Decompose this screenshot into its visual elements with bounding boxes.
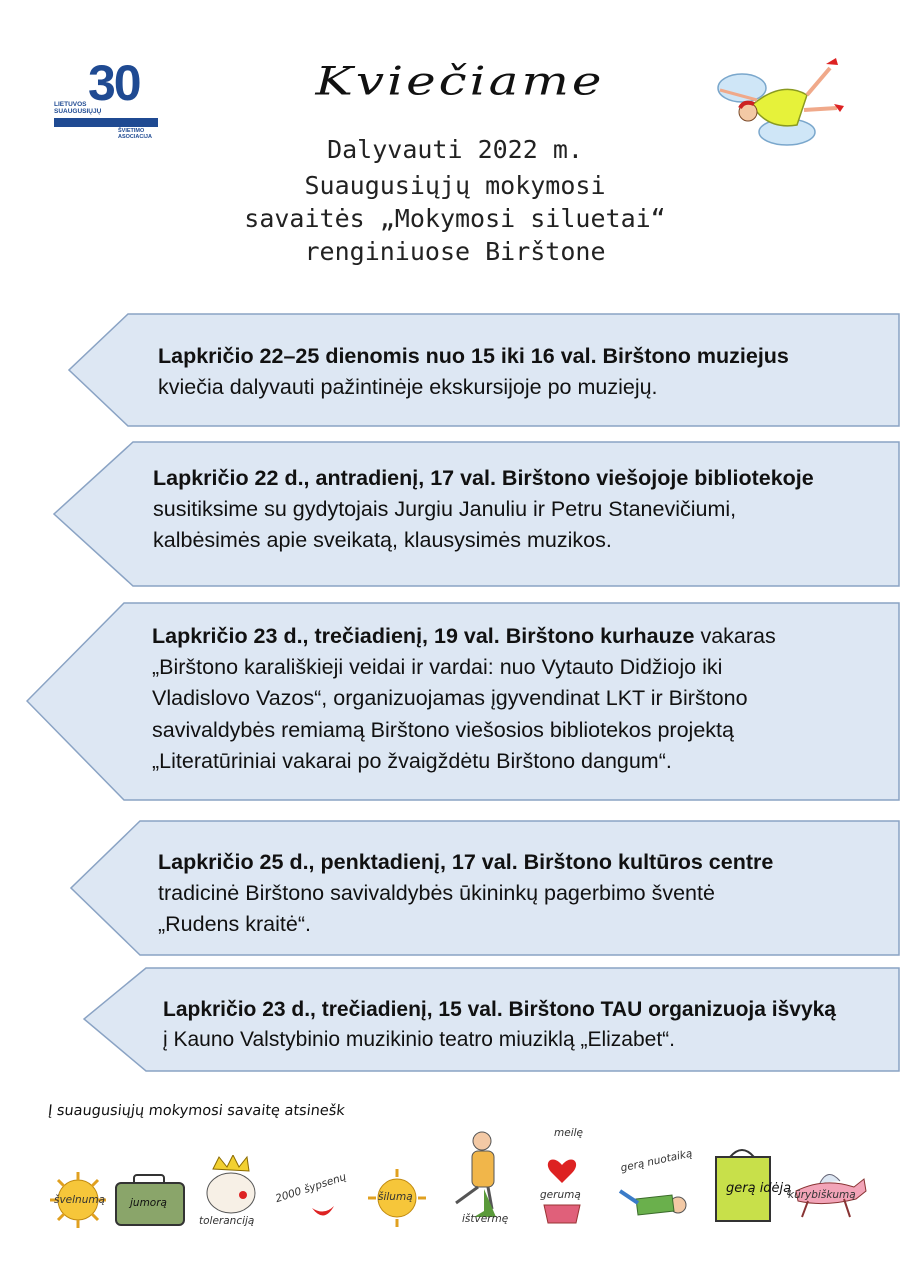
event-3-heading-tail: vakaras [694,624,776,648]
sun-warmth-illustration: šilumą [366,1167,428,1229]
subtitle-line-4: renginiuose Birštone [304,237,606,266]
item-label-10: gerą idėją [726,1181,792,1196]
event-card-4: Lapkričio 25 d., penktadienį, 17 val. Bi… [70,820,900,956]
event-3-heading: Lapkričio 23 d., trečiadienį, 19 val. Bi… [152,624,695,648]
item-label-3: toleranciją [199,1215,255,1227]
subtitle-line-3: savaitės „Mokymosi siluetai“ [244,204,666,233]
event-5-line-1: į Kauno Valstybinio muzikinio teatro miu… [163,1028,675,1052]
event-3-line-1: „Birštono karališkieji veidai ir vardai:… [152,655,723,680]
event-4-text: Lapkričio 25 d., penktadienį, 17 val. Bi… [158,847,773,941]
item-label-8: gerumą [540,1189,581,1201]
item-label-2: jumorą [130,1197,167,1209]
item-label-1: švelnumą [54,1194,106,1206]
item-label-5: šilumą [378,1191,413,1203]
footer-illustrations: švelnumą jumorą toleranciją 2000 šypsenų… [44,1125,874,1230]
crowned-head-tolerance-illustration: toleranciją [199,1155,259,1227]
event-4-line-2: „Rudens kraitė“. [158,912,311,937]
subtitle-line-2: Suaugusiųjų mokymosi [304,171,606,200]
event-2-line-1: susitiksime su gydytojais Jurgiu Januliu… [153,497,737,522]
event-2-heading: Lapkričio 22 d., antradienį, 17 val. Bir… [153,466,814,490]
idea-bag-illustration: gerą idėją [712,1143,791,1223]
logo-text-line4: ASOCIACIJA [118,134,152,140]
endurance-figure-illustration: ištvermę [442,1127,522,1227]
item-label-7: meilę [554,1127,583,1139]
event-4-heading: Lapkričio 25 d., penktadienį, 17 val. Bi… [158,850,774,874]
event-3-line-3: savivaldybės remiamą Birštono viešosios … [152,717,734,742]
love-kindness-cup-illustration: meilę gerumą [522,1127,604,1227]
event-3-line-2: Vladislovo Vazos“, organizuojamas įgyven… [152,686,748,711]
event-card-3: Lapkričio 23 d., trečiadienį, 19 val. Bi… [26,602,900,801]
event-card-2: Lapkričio 22 d., antradienį, 17 val. Bir… [53,441,900,587]
smiles-illustration: 2000 šypsenų [272,1170,352,1230]
flying-figure-illustration [712,50,847,155]
event-3-text: Lapkričio 23 d., trečiadienį, 19 val. Bi… [152,621,776,777]
event-2-line-2: kalbėsimės apie sveikatą, klausysimės mu… [153,528,612,553]
subtitle-line-1: Dalyvauti 2022 m. [327,135,583,164]
footer-caption: Į suaugusiųjų mokymosi savaitę atsinešk [47,1103,346,1119]
logo-text-line2: SUAUGUSIŲJŲ [54,108,102,115]
event-3-line-4: „Literatūriniai vakarai po žvaigždėtu Bi… [152,748,672,773]
event-4-line-1: tradicinė Birštono savivaldybės ūkininkų… [158,881,715,906]
creativity-pegasus-illustration: kūrybiškumą [784,1165,872,1223]
logo-text-line3: ŠVIETIMO [118,128,145,134]
logo-number: 30 [88,55,142,111]
item-label-11: kūrybiškumą [788,1189,856,1201]
page-title: Kviečiame [315,58,605,104]
association-logo: 30 LIETUVOS SUAUGUSIŲJŲ ŠVIETIMO ASOCIAC… [52,58,162,140]
logo-bar [54,118,158,127]
event-1-line-1: kviečia dalyvauti pažintinėje ekskursijo… [158,375,658,400]
event-1-heading: Lapkričio 22–25 dienomis nuo 15 iki 16 v… [158,344,789,368]
event-2-text: Lapkričio 22 d., antradienį, 17 val. Bir… [153,463,814,557]
event-card-1: Lapkričio 22–25 dienomis nuo 15 iki 16 v… [68,313,900,427]
good-mood-figure-illustration: gerą nuotaiką [616,1147,706,1227]
event-5-text: Lapkričio 23 d., trečiadienį, 15 val. Bi… [163,995,836,1056]
event-1-text: Lapkričio 22–25 dienomis nuo 15 iki 16 v… [158,341,789,403]
event-5-heading: Lapkričio 23 d., trečiadienį, 15 val. Bi… [163,998,836,1021]
sun-tenderness-illustration: švelnumą [48,1170,108,1230]
suitcase-humor-illustration: jumorą [114,1173,186,1227]
event-card-5: Lapkričio 23 d., trečiadienį, 15 val. Bi… [83,967,900,1072]
item-label-6: ištvermę [462,1213,509,1225]
logo-text-line1: LIETUVOS [54,101,87,108]
